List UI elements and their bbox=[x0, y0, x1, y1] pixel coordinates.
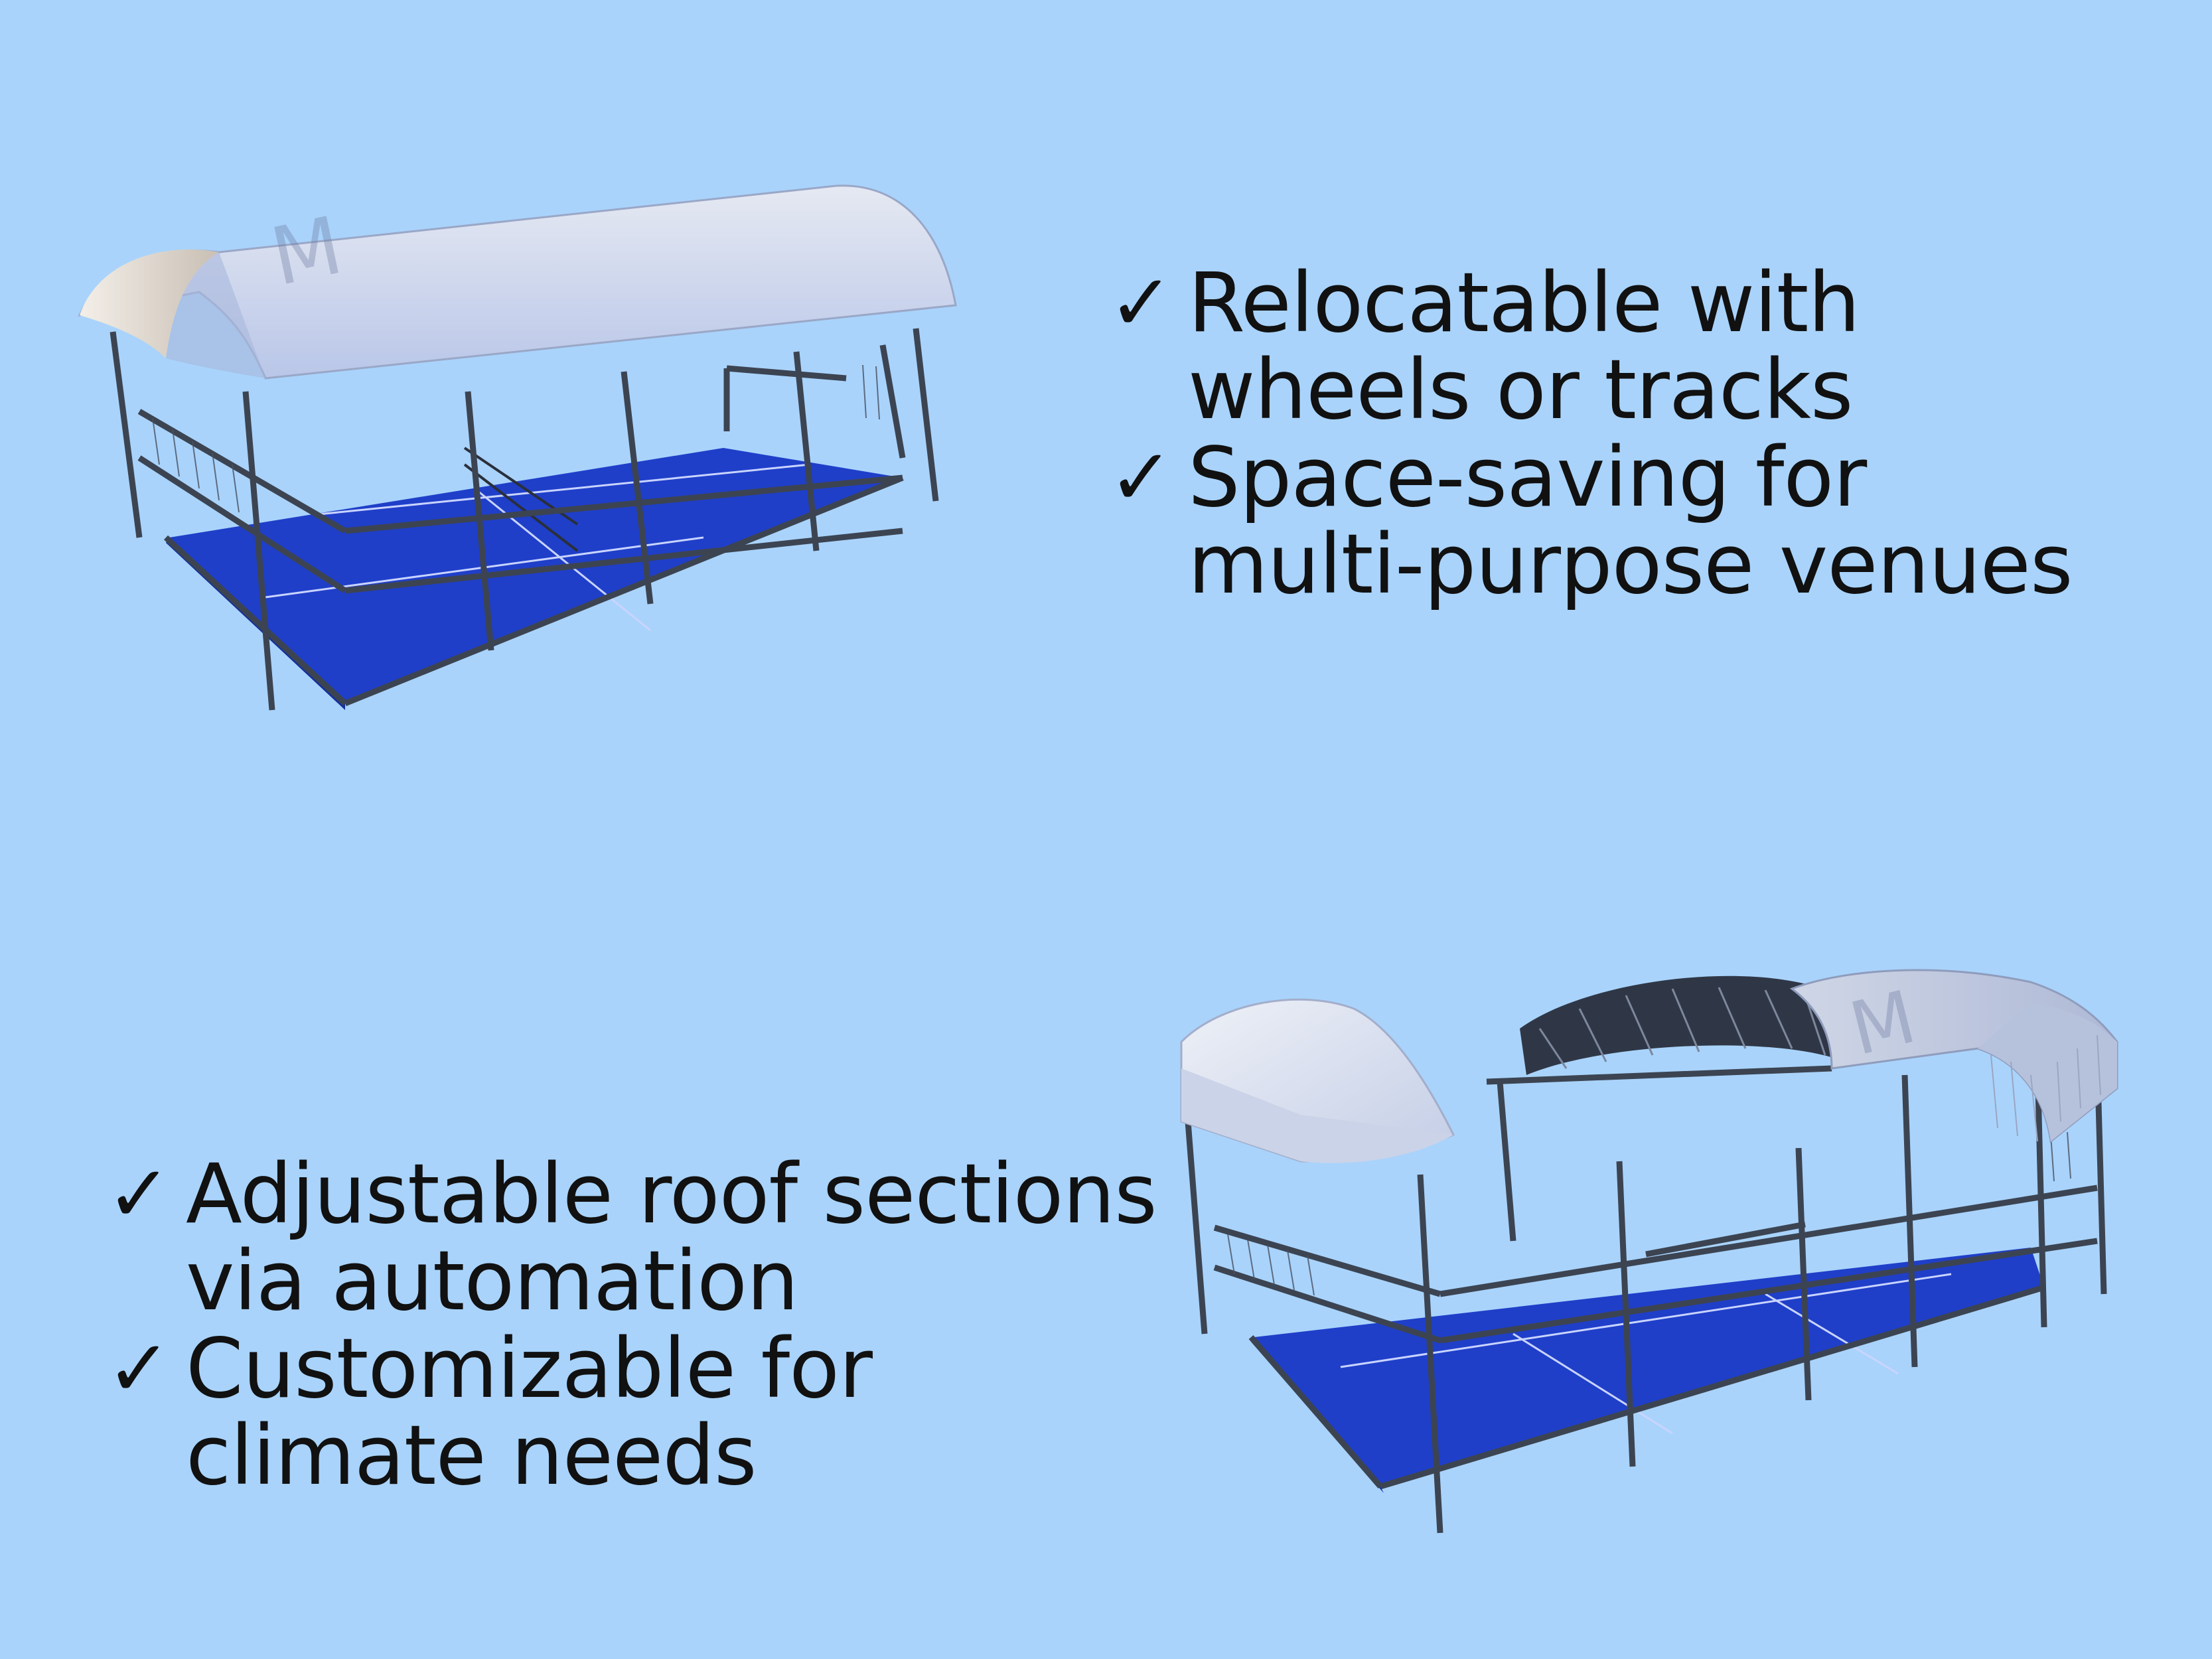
feature-list-bottom: ✓ Adjustable roof sections via automatio… bbox=[106, 1147, 1157, 1504]
court-floor bbox=[1251, 1248, 2044, 1493]
check-icon: ✓ bbox=[106, 1323, 172, 1415]
feature-text-line: climate needs bbox=[186, 1408, 757, 1504]
feature-item-adjustable-roof: ✓ Adjustable roof sections via automatio… bbox=[106, 1147, 1157, 1330]
feature-text-line: wheels or tracks bbox=[1188, 342, 1854, 439]
feature-text-line: Relocatable with bbox=[1188, 255, 1860, 351]
arched-roof: M bbox=[78, 184, 957, 380]
feature-item-customizable: ✓ Customizable for climate needs bbox=[106, 1321, 1102, 1504]
feature-text-line: Adjustable roof sections bbox=[186, 1147, 1157, 1242]
covered-court-illustration-bottom: M bbox=[1180, 969, 2118, 1534]
court-mesh bbox=[1227, 1131, 2071, 1296]
court-frame bbox=[110, 328, 939, 711]
check-icon: ✓ bbox=[1108, 431, 1174, 524]
feature-text-line: multi-purpose venues bbox=[1188, 517, 2073, 613]
feature-list-top: ✓ Relocatable with wheels or tracks ✓ Sp… bbox=[1108, 255, 2170, 613]
court-mesh bbox=[152, 364, 880, 513]
court-frame bbox=[1185, 1054, 2107, 1534]
covered-court-illustration-top: M bbox=[78, 184, 957, 711]
feature-item-space-saving: ✓ Space-saving for multi-purpose venues bbox=[1108, 429, 2170, 613]
feature-text-line: Customizable for bbox=[186, 1321, 873, 1417]
check-icon: ✓ bbox=[106, 1148, 172, 1240]
feature-item-relocatable: ✓ Relocatable with wheels or tracks bbox=[1108, 255, 2170, 439]
arched-roof-section-right: M bbox=[1789, 969, 2118, 1143]
open-roof-truss bbox=[1520, 975, 1852, 1075]
arched-roof-section-left bbox=[1180, 998, 1455, 1163]
check-icon: ✓ bbox=[1108, 257, 1174, 349]
feature-text-line: Space-saving for bbox=[1188, 429, 1867, 526]
feature-text-line: via automation bbox=[186, 1234, 799, 1330]
